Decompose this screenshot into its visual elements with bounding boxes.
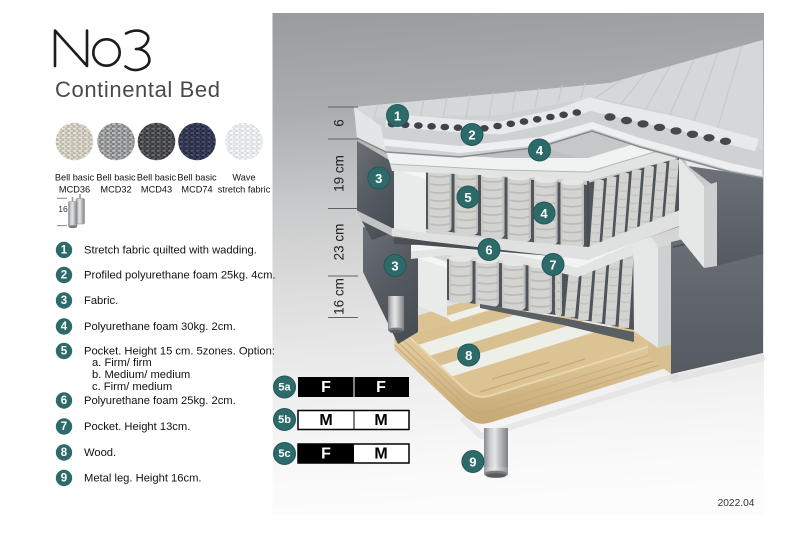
svg-text:6: 6 <box>332 119 347 127</box>
svg-text:5a: 5a <box>278 382 291 394</box>
svg-text:3: 3 <box>391 259 398 274</box>
svg-text:Stretch fabric quilted with wa: Stretch fabric quilted with wadding. <box>84 245 257 257</box>
svg-text:MCD74: MCD74 <box>181 185 212 195</box>
svg-text:Continental Bed: Continental Bed <box>55 77 221 102</box>
svg-text:F: F <box>321 379 331 396</box>
svg-text:b. Medium/ medium: b. Medium/ medium <box>92 369 190 381</box>
svg-text:4: 4 <box>540 206 548 221</box>
svg-text:5c: 5c <box>278 448 290 460</box>
svg-text:9: 9 <box>61 473 67 485</box>
svg-text:M: M <box>374 446 387 463</box>
svg-text:F: F <box>376 379 386 396</box>
svg-text:F: F <box>321 446 331 463</box>
svg-text:MCD32: MCD32 <box>100 185 131 195</box>
svg-text:16: 16 <box>58 204 68 214</box>
svg-text:2: 2 <box>61 270 67 282</box>
svg-text:Metal leg. Height 16cm.: Metal leg. Height 16cm. <box>84 473 202 485</box>
svg-text:Pocket. Height 13cm.: Pocket. Height 13cm. <box>84 421 190 433</box>
svg-text:5: 5 <box>61 346 68 358</box>
svg-text:19 cm: 19 cm <box>332 155 347 192</box>
svg-text:16 cm: 16 cm <box>332 278 347 315</box>
svg-text:Pocket. Height 15 cm. 5zones.: Pocket. Height 15 cm. 5zones. Option: <box>84 346 275 358</box>
svg-text:8: 8 <box>465 348 472 363</box>
svg-text:3: 3 <box>61 295 67 307</box>
svg-text:stretch fabric: stretch fabric <box>218 185 271 195</box>
svg-text:Polyurethane foam 25kg. 2cm.: Polyurethane foam 25kg. 2cm. <box>84 395 236 407</box>
svg-text:Polyurethane foam 30kg. 2cm.: Polyurethane foam 30kg. 2cm. <box>84 321 236 333</box>
svg-text:1: 1 <box>61 245 68 257</box>
svg-text:Fabric.: Fabric. <box>84 295 118 307</box>
svg-text:Wood.: Wood. <box>84 447 116 459</box>
svg-text:6: 6 <box>61 395 67 407</box>
svg-text:Profiled polyurethane foam 25k: Profiled polyurethane foam 25kg. 4cm. <box>84 270 276 282</box>
svg-text:9: 9 <box>469 455 476 470</box>
svg-text:2: 2 <box>468 128 475 143</box>
svg-text:MCD43: MCD43 <box>141 185 172 195</box>
svg-text:Bell basic: Bell basic <box>137 173 177 183</box>
svg-text:c. Firm/ medium: c. Firm/ medium <box>92 381 172 393</box>
svg-text:5: 5 <box>464 190 471 205</box>
svg-text:7: 7 <box>549 258 556 273</box>
svg-text:3: 3 <box>375 171 382 186</box>
svg-text:a. Firm/ firm: a. Firm/ firm <box>92 357 152 369</box>
svg-text:Wave: Wave <box>232 173 255 183</box>
svg-text:4: 4 <box>61 321 68 333</box>
svg-text:5b: 5b <box>278 414 291 426</box>
svg-text:2022.04: 2022.04 <box>718 498 755 509</box>
svg-text:Bell basic: Bell basic <box>96 173 136 183</box>
svg-text:8: 8 <box>61 447 68 459</box>
svg-text:1: 1 <box>394 109 401 124</box>
svg-text:MCD36: MCD36 <box>59 185 90 195</box>
svg-text:6: 6 <box>485 243 492 258</box>
svg-text:4: 4 <box>536 143 544 158</box>
svg-text:23 cm: 23 cm <box>332 224 347 261</box>
svg-text:M: M <box>319 412 332 429</box>
svg-text:Bell basic: Bell basic <box>177 173 217 183</box>
svg-text:M: M <box>374 412 387 429</box>
svg-text:Bell basic: Bell basic <box>55 173 95 183</box>
svg-text:7: 7 <box>61 421 67 433</box>
